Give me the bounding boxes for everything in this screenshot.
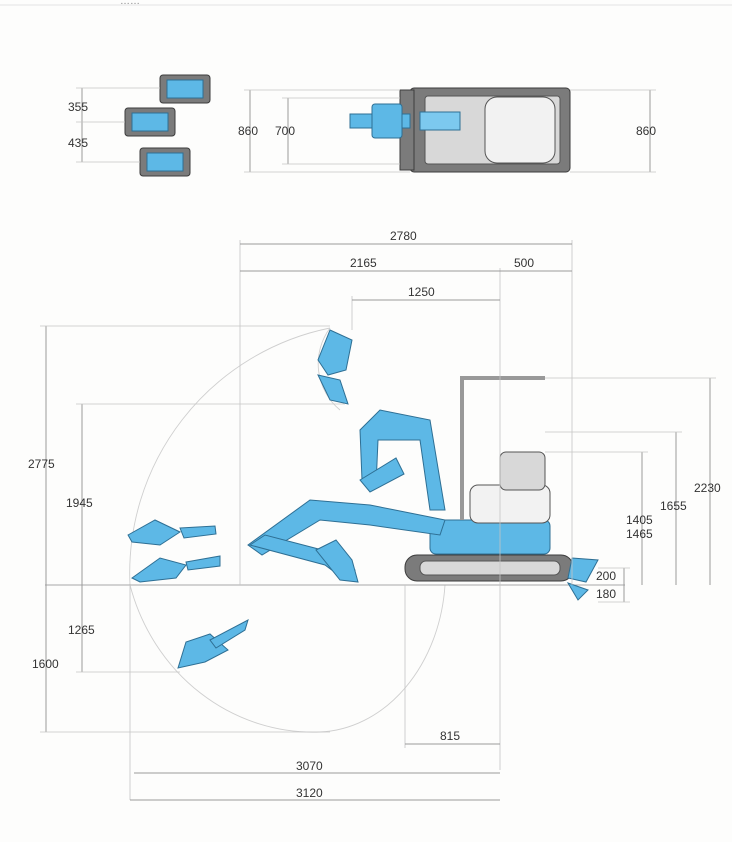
dim-height-1405: 1405	[626, 513, 653, 527]
bucket-dimension-lines	[76, 87, 160, 163]
dim-reach-2165: 2165	[350, 256, 377, 270]
dim-overall-2780: 2780	[390, 229, 417, 243]
bucket-top-views	[124, 74, 211, 177]
excavator-side-view	[404, 376, 599, 601]
dim-reach-1250: 1250	[408, 285, 435, 299]
dim-reach-3120: 3120	[296, 786, 323, 800]
dim-height-1655: 1655	[660, 499, 687, 513]
dim-max-height-2775: 2775	[28, 457, 55, 471]
boom-arm-positions	[127, 329, 446, 669]
header-title: ……	[120, 0, 140, 7]
dim-bucket-355: 355	[68, 100, 88, 114]
dim-bucket-435: 435	[68, 136, 88, 150]
dim-cab-height-2230: 2230	[694, 481, 721, 495]
top-view-dimension-lines	[244, 89, 656, 173]
dim-track-700: 700	[275, 124, 295, 138]
dim-blade-lift-200: 200	[596, 569, 616, 583]
left-height-dimension-lines	[40, 325, 345, 733]
dim-rear-500: 500	[514, 256, 534, 270]
dim-reach-3070: 3070	[296, 759, 323, 773]
machine-top-view	[349, 87, 571, 173]
dim-top-width-860-right: 860	[636, 124, 656, 138]
dim-reach-815: 815	[440, 729, 460, 743]
dim-dig-depth-1265: 1265	[68, 623, 95, 637]
dim-dump-height-1945: 1945	[66, 496, 93, 510]
right-height-dimension-lines	[545, 377, 716, 603]
dim-dig-depth-1600: 1600	[32, 657, 59, 671]
reach-dimension-lines	[239, 240, 573, 770]
dim-blade-drop-180: 180	[596, 587, 616, 601]
dim-top-width-860-left: 860	[238, 124, 258, 138]
dim-height-1465: 1465	[626, 527, 653, 541]
bottom-reach-dimension-lines	[129, 585, 500, 801]
